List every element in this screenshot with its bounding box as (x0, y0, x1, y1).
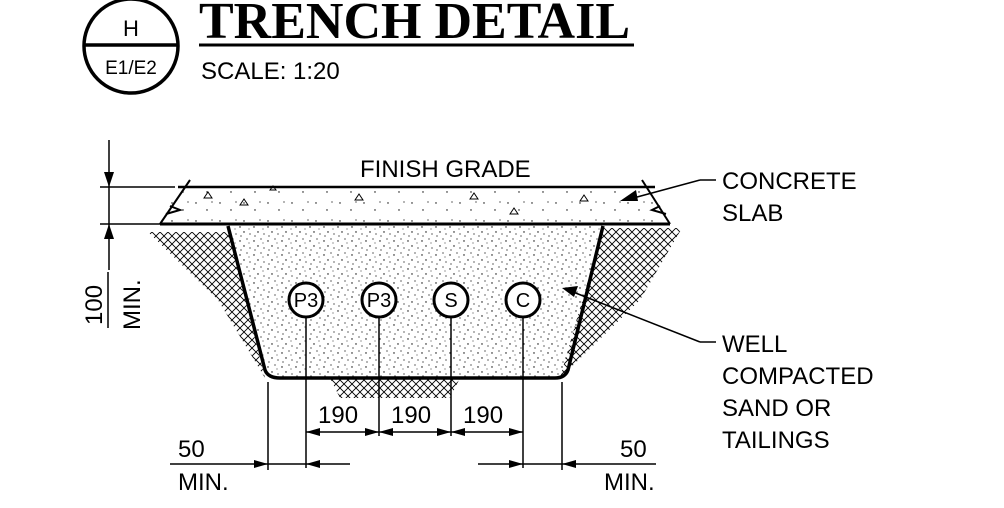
left-clearance-dimension: 50 MIN. (170, 382, 350, 496)
ref-bottom-text: E1/E2 (105, 58, 157, 79)
svg-text:100: 100 (81, 285, 108, 325)
ref-top-text: H (123, 16, 139, 41)
svg-text:COMPACTED: COMPACTED (722, 363, 874, 390)
finish-grade-label: FINISH GRADE (360, 156, 531, 183)
svg-text:MIN.: MIN. (178, 469, 229, 496)
svg-text:WELL: WELL (722, 331, 787, 358)
svg-text:P3: P3 (367, 290, 391, 312)
svg-text:190: 190 (463, 402, 503, 429)
detail-reference-bubble: H E1/E2 (82, 0, 180, 95)
sand-callout: WELL COMPACTED SAND OR TAILINGS (562, 286, 874, 454)
native-soil-hatch (148, 228, 682, 398)
svg-text:TAILINGS: TAILINGS (722, 427, 830, 454)
scale-text: SCALE: 1:20 (201, 58, 340, 85)
svg-text:SLAB: SLAB (722, 200, 783, 227)
svg-text:50: 50 (178, 436, 205, 463)
spacing-dimension: 190 190 190 (306, 402, 523, 436)
svg-text:190: 190 (391, 402, 431, 429)
conduit-p3-2: P3 (360, 281, 398, 436)
svg-text:C: C (516, 290, 530, 312)
svg-text:MIN.: MIN. (604, 469, 655, 496)
concrete-slab (159, 179, 671, 226)
concrete-slab-callout: CONCRETE SLAB (620, 168, 857, 227)
conduit-c: C (504, 281, 542, 468)
drawing-title: TRENCH DETAIL (199, 0, 630, 50)
svg-text:50: 50 (620, 436, 647, 463)
svg-text:SAND OR: SAND OR (722, 395, 831, 422)
conduit-p3-1: P3 (287, 281, 325, 468)
svg-text:P3: P3 (294, 290, 318, 312)
right-clearance-dimension: 50 MIN. (478, 382, 656, 496)
svg-text:MIN.: MIN. (119, 279, 146, 330)
svg-text:CONCRETE: CONCRETE (722, 168, 857, 195)
conduit-s: S (432, 281, 470, 436)
svg-text:S: S (444, 290, 457, 312)
svg-text:190: 190 (318, 402, 358, 429)
trench-backfill (226, 225, 605, 380)
conduit-group: P3 P3 S C (287, 281, 542, 468)
depth-dimension: 100 MIN. (81, 140, 175, 330)
